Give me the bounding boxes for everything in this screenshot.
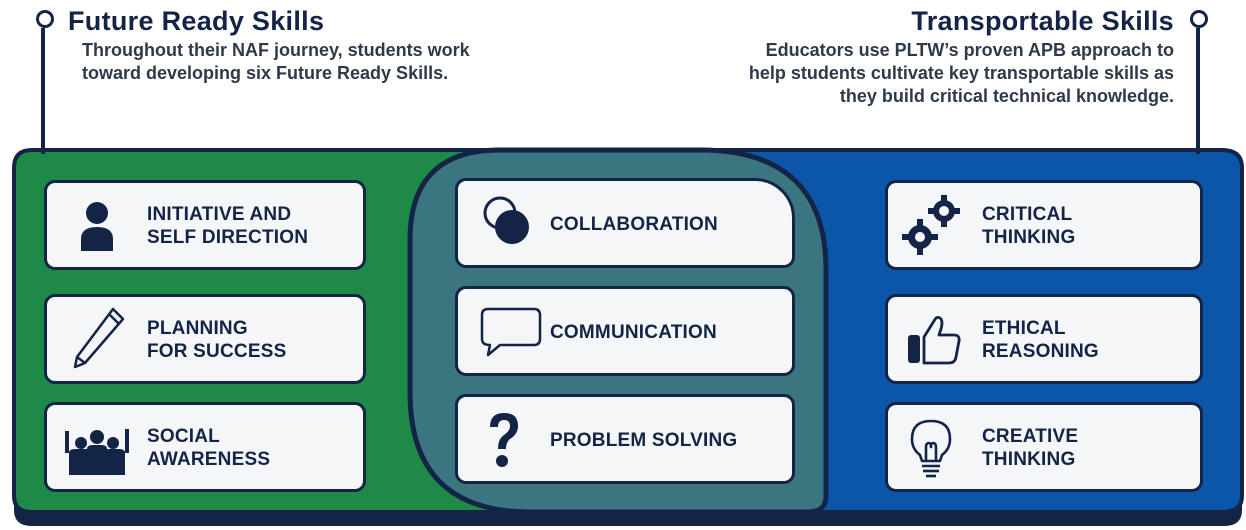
skill-card-problem-solving: PROBLEM SOLVING: [455, 394, 795, 484]
skill-label: PROBLEM SOLVING: [550, 430, 738, 451]
skill-card-initiative: INITIATIVE AND SELF DIRECTION: [44, 180, 366, 270]
transportable-title: Transportable Skills: [911, 6, 1174, 36]
skill-card-social: SOCIAL AWARENESS: [44, 402, 366, 492]
skill-card-creative-thinking: CREATIVE THINKING: [885, 402, 1203, 492]
person-icon: [77, 201, 117, 253]
gears-icon: [902, 193, 962, 257]
transportable-subtitle-line1: Educators use PLTW’s proven APB approach…: [765, 40, 1174, 60]
left-connector-dot: [36, 10, 54, 28]
skill-card-collaboration: COLLABORATION: [455, 178, 795, 268]
speech-bubble-icon: [480, 305, 542, 359]
skill-card-communication: COMMUNICATION: [455, 286, 795, 376]
skill-label: COLLABORATION: [550, 214, 718, 235]
transportable-header: Transportable Skills Educators use PLTW’…: [749, 6, 1174, 108]
overlapping-circles-icon: [480, 193, 536, 249]
skill-label: INITIATIVE AND SELF DIRECTION: [147, 204, 309, 248]
skill-label: CRITICAL THINKING: [982, 204, 1076, 248]
skill-label: SOCIAL AWARENESS: [147, 426, 271, 470]
skill-label: ETHICAL REASONING: [982, 318, 1099, 362]
right-connector-dot: [1190, 10, 1208, 28]
future-ready-subtitle-line1: Throughout their NAF journey, students w…: [82, 40, 470, 60]
skill-label: COMMUNICATION: [550, 322, 717, 343]
skill-card-ethical-reasoning: ETHICAL REASONING: [885, 294, 1203, 384]
future-ready-subtitle-line2: toward developing six Future Ready Skill…: [82, 63, 449, 83]
skill-label: PLANNING FOR SUCCESS: [147, 318, 287, 362]
future-ready-header: Future Ready Skills Throughout their NAF…: [68, 6, 470, 85]
crowd-icon: [65, 423, 129, 477]
pencil-icon: [69, 305, 129, 375]
future-ready-title: Future Ready Skills: [68, 6, 325, 36]
transportable-subtitle-line3: they build critical technical knowledge.: [839, 86, 1174, 106]
future-ready-subtitle: Throughout their NAF journey, students w…: [68, 39, 470, 85]
transportable-subtitle: Educators use PLTW’s proven APB approach…: [749, 39, 1174, 108]
thumbs-up-icon: [906, 311, 962, 367]
transportable-subtitle-line2: help students cultivate key transportabl…: [748, 63, 1174, 83]
left-connector-line: [41, 28, 45, 154]
skill-card-critical-thinking: CRITICAL THINKING: [885, 180, 1203, 270]
question-mark-icon: [484, 409, 524, 471]
lightbulb-icon: [906, 417, 956, 481]
skill-label: CREATIVE THINKING: [982, 426, 1079, 470]
skill-card-planning: PLANNING FOR SUCCESS: [44, 294, 366, 384]
right-connector-line: [1196, 28, 1200, 154]
